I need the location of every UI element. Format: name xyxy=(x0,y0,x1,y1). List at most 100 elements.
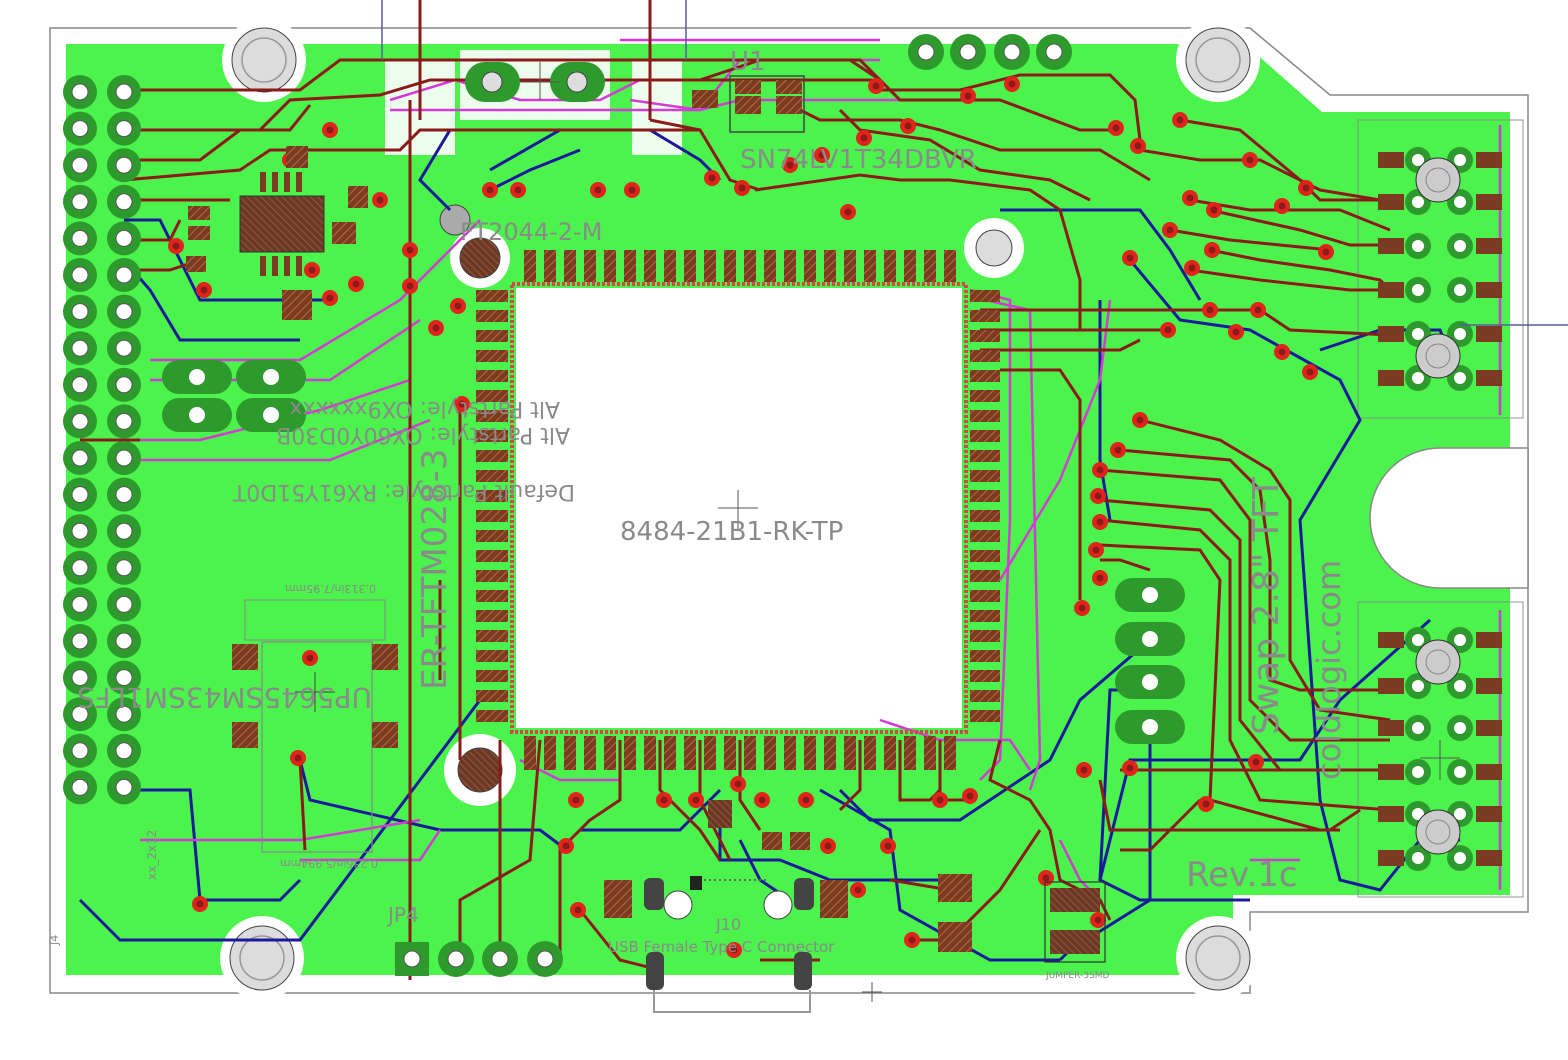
header-drill xyxy=(71,412,89,430)
header-drill xyxy=(115,486,133,504)
via-drill xyxy=(458,400,466,408)
via-drill xyxy=(1094,916,1102,924)
header-drill xyxy=(115,229,133,247)
via-drill xyxy=(574,906,582,914)
product-label: Swap 2.8" TFT xyxy=(1246,476,1287,735)
display-pad-top xyxy=(844,250,856,282)
header-drill xyxy=(115,669,133,687)
via-drill xyxy=(1254,306,1262,314)
via-drill xyxy=(824,842,832,850)
display-pad-left xyxy=(476,530,508,542)
connector-drill xyxy=(1412,766,1424,778)
display-pad-top xyxy=(704,250,716,282)
header-drill xyxy=(71,83,89,101)
via-drill xyxy=(454,302,462,310)
display-pad-bottom xyxy=(844,736,856,770)
jumper-3smd[interactable] xyxy=(1044,881,1106,963)
display-pad-right xyxy=(970,530,1000,542)
via-drill xyxy=(758,796,766,804)
via-drill xyxy=(1164,326,1172,334)
connector-pad xyxy=(1378,238,1404,254)
u1-ref-label: U1 xyxy=(730,47,766,77)
connector-pad xyxy=(1378,632,1404,648)
header-j4[interactable] xyxy=(63,75,141,805)
jp4-drill xyxy=(491,950,509,968)
via-drill xyxy=(1278,348,1286,356)
display-pad-right xyxy=(970,510,1000,522)
display-pad-top xyxy=(664,250,676,282)
via-drill xyxy=(1322,248,1330,256)
via-drill xyxy=(860,134,868,142)
connector-drill xyxy=(1454,808,1466,820)
display-pad-right xyxy=(970,450,1000,462)
usb-c-connector[interactable] xyxy=(604,876,848,1013)
via-drill xyxy=(294,754,302,762)
main-package-label: 8484-21B1-RK-TP xyxy=(620,517,843,547)
alt-partstyle-1-label: Alt Partstyle: OX60Y0D30B xyxy=(276,422,570,447)
connector-pad xyxy=(1476,632,1502,648)
via-drill xyxy=(872,82,880,90)
display-pad-top xyxy=(564,250,576,282)
display-pad-left xyxy=(476,650,508,662)
connector-drill xyxy=(1454,680,1466,692)
connector-pad xyxy=(1476,678,1502,694)
display-pad-right xyxy=(970,650,1000,662)
via-drill xyxy=(326,126,334,134)
jp4-header[interactable] xyxy=(395,941,563,977)
header-drill xyxy=(71,559,89,577)
header-drill xyxy=(71,339,89,357)
jp4-drill xyxy=(536,950,554,968)
display-pad-top xyxy=(944,250,956,282)
connector-pad xyxy=(1476,720,1502,736)
via-drill xyxy=(884,842,892,850)
display-pad-bottom xyxy=(664,736,676,770)
display-pad-left xyxy=(476,690,508,702)
via-drill xyxy=(964,92,972,100)
website-label: coldlogic.com xyxy=(1310,560,1348,780)
header-drill xyxy=(115,266,133,284)
display-pad-right xyxy=(970,690,1000,702)
display-pad-right xyxy=(970,290,1000,302)
header-drill xyxy=(115,83,133,101)
header-drill xyxy=(71,486,89,504)
connector-pad xyxy=(1378,370,1404,386)
jumper-label: JUMPER-3SMD xyxy=(1045,971,1109,981)
connector-drill xyxy=(1454,328,1466,340)
via-drill xyxy=(594,186,602,194)
header-drill xyxy=(115,412,133,430)
connector-pad xyxy=(1476,764,1502,780)
via-drill xyxy=(562,842,570,850)
header-drill xyxy=(115,632,133,650)
display-pad-left xyxy=(476,610,508,622)
default-partstyle-label: Default Partstyle: RX61Y51D0T xyxy=(232,479,575,504)
display-pads xyxy=(476,250,1000,770)
display-pad-right xyxy=(970,370,1000,382)
connector-pad xyxy=(1378,806,1404,822)
display-pad-top xyxy=(924,250,936,282)
connector-pad xyxy=(1476,194,1502,210)
via-drill xyxy=(1094,492,1102,500)
smd-caps-bottom xyxy=(708,800,972,952)
display-pad-top xyxy=(804,250,816,282)
top-4pin-header[interactable] xyxy=(908,34,1072,70)
via-drill xyxy=(1096,518,1104,526)
via-drill xyxy=(802,796,810,804)
connector-drill xyxy=(1454,284,1466,296)
via-drill xyxy=(308,266,316,274)
display-pad-bottom xyxy=(624,736,636,770)
display-pad-left xyxy=(476,710,508,722)
jp4-label: JP4 xyxy=(386,903,419,927)
display-pad-right xyxy=(970,410,1000,422)
display-pad-left xyxy=(476,590,508,602)
connector-pad xyxy=(1378,764,1404,780)
display-ref-label: ER-TFTM028-3 xyxy=(415,448,455,690)
header-drill xyxy=(115,742,133,760)
display-pad-left xyxy=(476,430,508,442)
connector-pad xyxy=(1476,152,1502,168)
u1-chip xyxy=(692,75,805,133)
display-pad-right xyxy=(970,670,1000,682)
via-drill xyxy=(1042,874,1050,882)
display-pad-right xyxy=(970,590,1000,602)
via-drill xyxy=(936,796,944,804)
offboard-lines xyxy=(381,0,1568,326)
